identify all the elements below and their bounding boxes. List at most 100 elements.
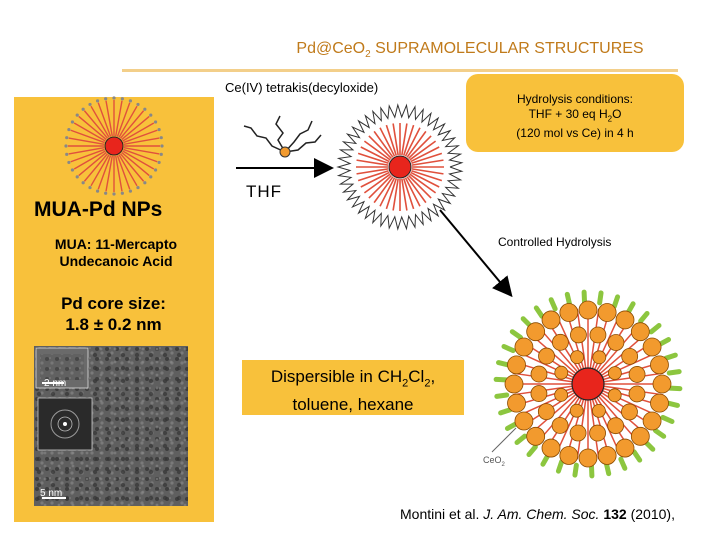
ligand-end: [67, 160, 71, 165]
title-underline: [122, 69, 678, 72]
ligand-end: [136, 185, 140, 190]
mua-pd-heading: MUA-Pd NPs: [34, 198, 163, 221]
ligand-end: [120, 97, 124, 101]
outer-ligand: [572, 462, 579, 478]
ligand-strand: [368, 174, 393, 199]
ligand-strand: [379, 177, 396, 207]
ligand-strand: [105, 100, 113, 137]
ligand-strand: [119, 110, 145, 139]
ligand-strand: [404, 127, 421, 157]
dispersibility-box: [242, 360, 464, 415]
ceria-particle: [652, 374, 672, 394]
ligand-end: [95, 99, 100, 103]
ce-coated-nanoparticle-icon: [336, 103, 464, 231]
ligand-end: [75, 113, 79, 117]
citation: Montini et al. J. Am. Chem. Soc. 132 (20…: [400, 506, 675, 522]
ligand-strand: [357, 169, 389, 182]
ligand-end: [81, 107, 85, 111]
ligand-strand: [402, 178, 415, 210]
ligand-end: [104, 191, 108, 195]
ceria-particle: [569, 424, 587, 442]
ligand-end: [143, 107, 147, 111]
ligand-strand: [68, 137, 105, 145]
ceria-particle: [578, 448, 598, 468]
hydrolysis-conditions-box: [466, 74, 684, 152]
ligand-strand: [402, 124, 415, 156]
ceria-particle: [507, 393, 526, 413]
ligand-strand: [78, 115, 107, 141]
ligand-end: [64, 144, 68, 148]
ceria-particle: [592, 403, 606, 418]
ligand-strand: [90, 105, 110, 138]
outer-ligand: [597, 290, 604, 306]
pd-core: [388, 155, 412, 179]
pd-core-size: Pd core size: 1.8 ± 0.2 nm: [61, 294, 166, 334]
outer-ligand: [648, 322, 662, 335]
ligand-end: [120, 191, 124, 195]
outer-ligand: [643, 439, 656, 452]
outer-ligand: [603, 461, 612, 477]
ceria-particle: [630, 322, 650, 342]
ceo2-pointer: [491, 427, 517, 453]
ceria-particle: [551, 417, 569, 434]
ligand-end: [143, 181, 147, 185]
ceria-particle: [537, 403, 555, 421]
ceria-particle: [569, 403, 584, 418]
ligand-strand: [119, 153, 145, 182]
outer-ligand: [496, 360, 511, 368]
ligand-strand: [392, 123, 399, 156]
ligand-end: [159, 136, 163, 140]
ligand-end: [136, 102, 140, 107]
mua-pd-nanoparticle-icon: [64, 96, 164, 196]
ceria-particle: [615, 438, 635, 458]
ligand-strand: [363, 140, 391, 161]
ceria-particle: [621, 347, 639, 365]
ceria-particle: [597, 446, 617, 465]
outer-ligand: [618, 456, 628, 471]
ligand-strand: [407, 135, 432, 160]
outer-ligand: [652, 428, 667, 439]
ceria-particle: [554, 388, 569, 402]
ligand-strand: [116, 155, 131, 190]
ceria-particle: [554, 365, 569, 380]
dispersibility-text: Dispersible in CH2Cl2, toluene, hexane: [270, 367, 436, 415]
scale-label-large: 5 nm: [40, 488, 63, 499]
outer-ligand: [657, 337, 672, 347]
ligand-strand: [90, 154, 110, 187]
ceria-particle: [589, 424, 606, 442]
ceria-particle: [592, 350, 607, 365]
slide-title: Pd@CeO2 SUPRAMOLECULAR STRUCTURES: [296, 40, 644, 61]
tem-texture: [34, 346, 188, 506]
ligand-strand: [411, 169, 443, 182]
ceria-particle: [559, 303, 579, 322]
precursor-label: Ce(IV) tetrakis(decyloxide): [225, 80, 379, 95]
ligand-strand: [404, 177, 421, 207]
mua-definition: MUA: 11-Mercapto Undecanoic Acid: [54, 236, 178, 269]
ceria-particle: [628, 366, 646, 383]
outer-ligand: [514, 433, 528, 446]
ceria-particle: [642, 411, 662, 431]
outer-ligand: [665, 400, 680, 408]
ligand-end: [112, 96, 116, 100]
pd-core: [571, 367, 605, 401]
ligand-strand: [411, 168, 444, 175]
outer-ligand: [666, 369, 682, 376]
ceria-particle: [551, 333, 569, 351]
ligand-strand: [373, 130, 394, 158]
ligand-end: [128, 189, 133, 193]
ligand-end: [65, 136, 69, 140]
ceria-particle: [650, 355, 669, 375]
ligand-strand: [118, 154, 138, 187]
ligand-strand: [360, 171, 390, 188]
hydrolysis-conditions-text: Hydrolysis conditions: THF + 30 eq H2O (…: [516, 92, 634, 141]
ligand-strand: [68, 147, 105, 155]
ligand-end: [153, 120, 158, 124]
ligand-strand: [123, 147, 160, 155]
outer-ligand: [533, 305, 545, 319]
ligand-end: [65, 152, 69, 156]
ligand-strand: [83, 110, 109, 139]
ligand-end: [153, 168, 158, 172]
ceria-particle: [541, 438, 561, 458]
ligand-end: [67, 127, 71, 132]
ligand-strand: [410, 146, 440, 163]
